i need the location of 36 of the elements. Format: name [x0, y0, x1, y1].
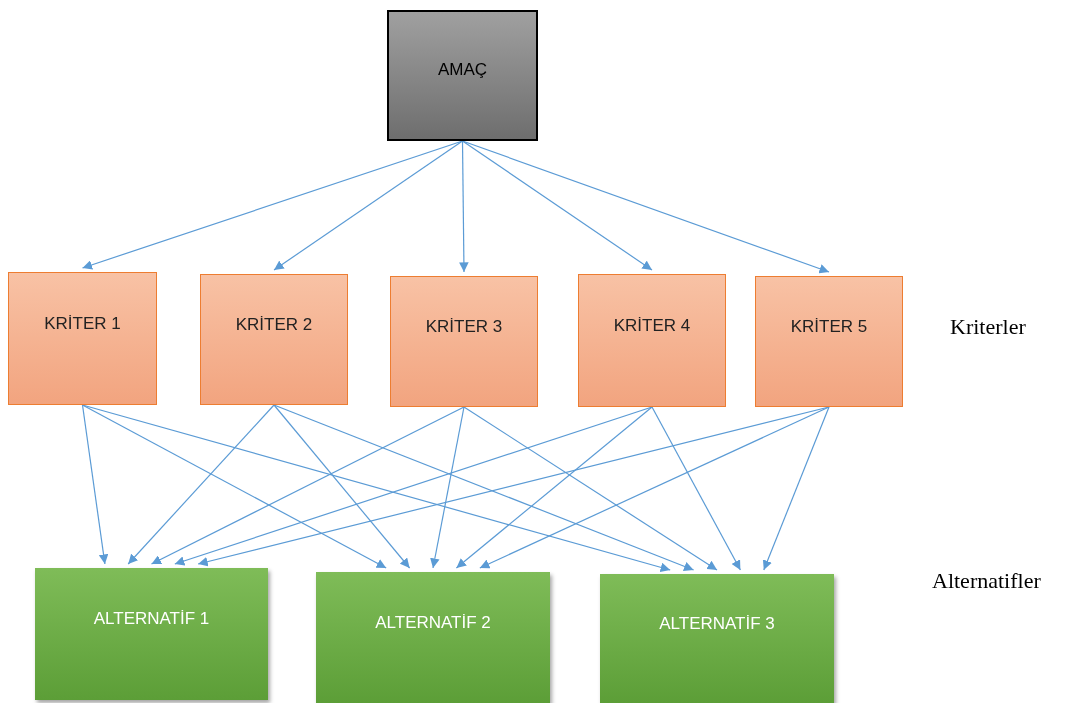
arrow: [273, 404, 411, 569]
node-label: KRİTER 2: [235, 314, 313, 335]
criterion-box: [390, 276, 538, 407]
arrow: [461, 140, 653, 271]
node-label: KRİTER 5: [790, 316, 868, 337]
arrow: [651, 406, 741, 571]
node-label: ALTERNATİF 3: [659, 613, 775, 634]
alternative-box: [600, 574, 834, 703]
alternative-box: [316, 572, 550, 703]
arrow: [81, 404, 109, 565]
level-label: Kriterler: [950, 314, 1026, 340]
node-label: KRİTER 1: [44, 313, 121, 334]
arrow: [430, 406, 465, 569]
arrow: [174, 406, 653, 566]
arrow: [273, 404, 695, 571]
node-label: ALTERNATİF 1: [93, 609, 210, 629]
goal-box: [387, 10, 538, 141]
arrow: [463, 406, 718, 571]
level-label: Alternatifler: [932, 568, 1041, 594]
arrow: [273, 140, 464, 271]
criterion-box: [578, 274, 726, 407]
arrow: [81, 404, 387, 569]
criterion-box: [8, 272, 157, 405]
arrow: [762, 406, 830, 571]
alternative-box: [35, 568, 268, 700]
criterion-box: [200, 274, 348, 405]
node-label: KRİTER 4: [613, 315, 691, 336]
node-label: AMAÇ: [437, 59, 488, 80]
node-label: ALTERNATİF 2: [375, 612, 491, 633]
arrow: [127, 404, 275, 565]
arrow: [459, 140, 469, 273]
criterion-box: [755, 276, 903, 407]
node-label: KRİTER 3: [425, 316, 503, 337]
arrow: [150, 406, 465, 565]
arrow: [455, 406, 653, 569]
arrow: [479, 406, 830, 569]
